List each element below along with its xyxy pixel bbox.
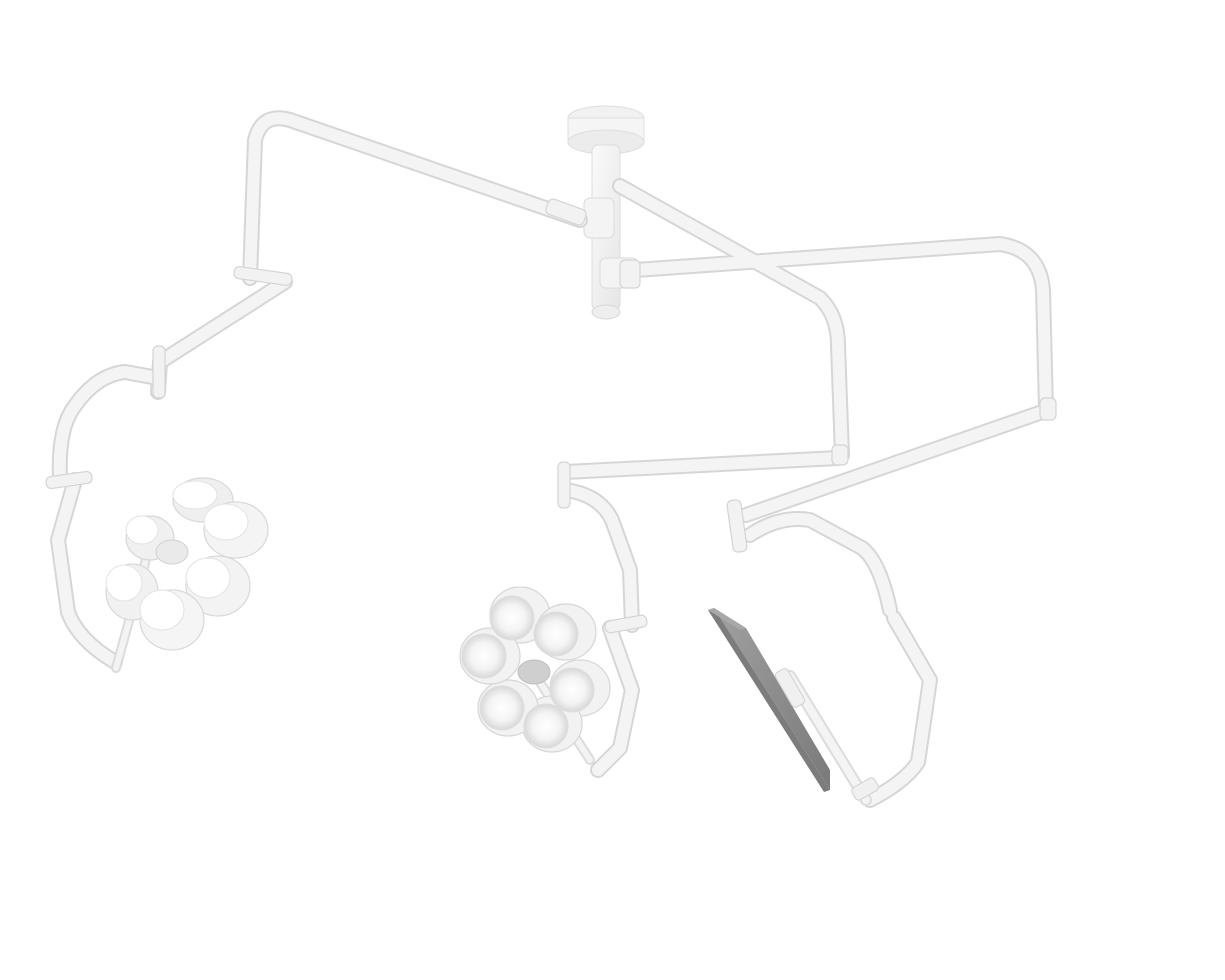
monitor-holder bbox=[708, 608, 879, 806]
surgical-light-center bbox=[459, 586, 611, 765]
monitor-icon bbox=[708, 608, 879, 806]
surgical-light-icon bbox=[459, 586, 611, 765]
surgical-light-icon bbox=[105, 477, 269, 673]
surgical-light-left bbox=[105, 477, 269, 673]
suspension-arms bbox=[45, 110, 1057, 808]
